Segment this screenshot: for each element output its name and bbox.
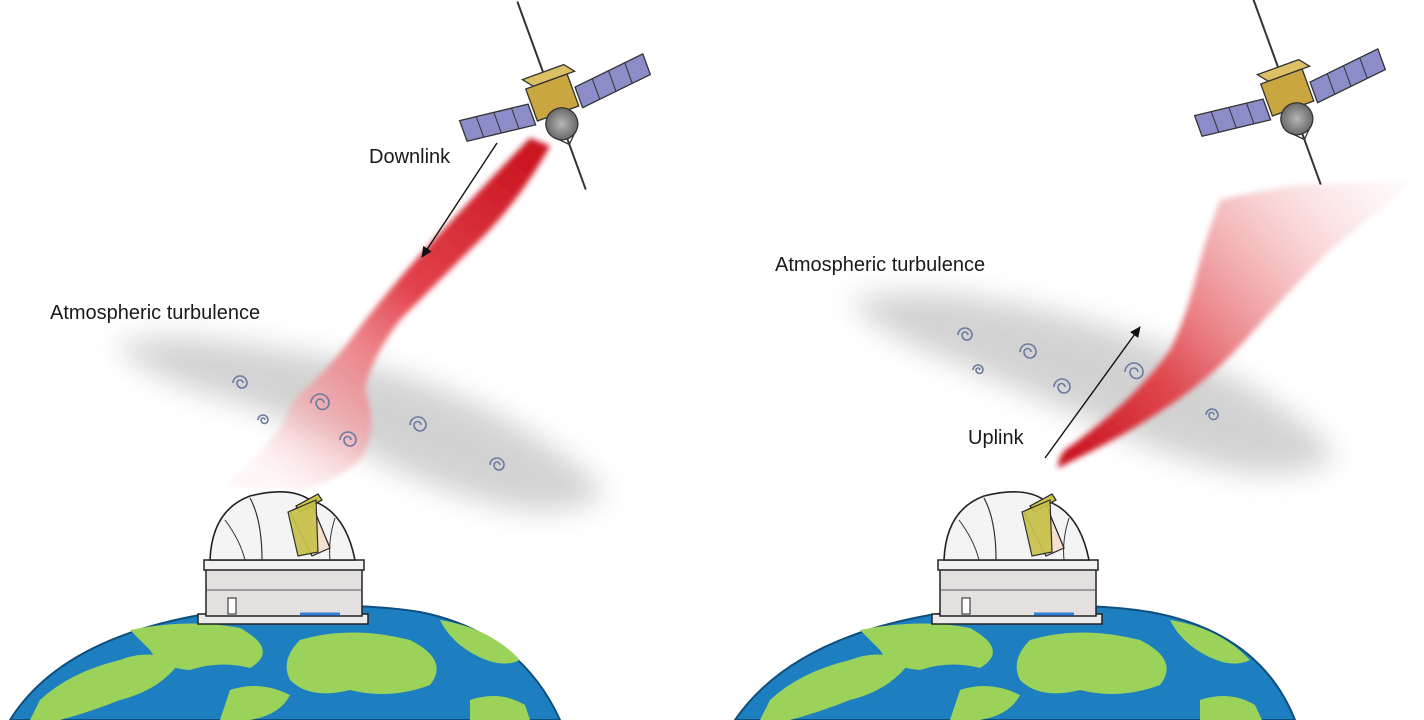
turbulence-swirl-icon	[232, 375, 505, 471]
uplink-label: Uplink	[968, 427, 1024, 449]
turbulence-label-left: Atmospheric turbulence	[50, 302, 261, 324]
downlink-label: Downlink	[369, 146, 451, 168]
downlink-beam	[225, 138, 550, 490]
telescope-dome-icon	[197, 491, 369, 625]
downlink-arrow	[421, 142, 498, 258]
uplink-arrow	[1044, 326, 1141, 459]
telescope-dome-icon	[931, 491, 1103, 625]
satellite-icon	[1193, 0, 1387, 185]
uplink-beam	[1058, 180, 1415, 468]
turbulence-swirl-icon	[957, 327, 1219, 421]
left-panel	[8, 1, 652, 720]
turbulence-label-right: Atmospheric turbulence	[775, 254, 986, 276]
earth-icon	[733, 604, 1297, 720]
earth-icon	[8, 604, 562, 720]
right-panel	[733, 0, 1415, 720]
satellite-icon	[458, 1, 652, 190]
